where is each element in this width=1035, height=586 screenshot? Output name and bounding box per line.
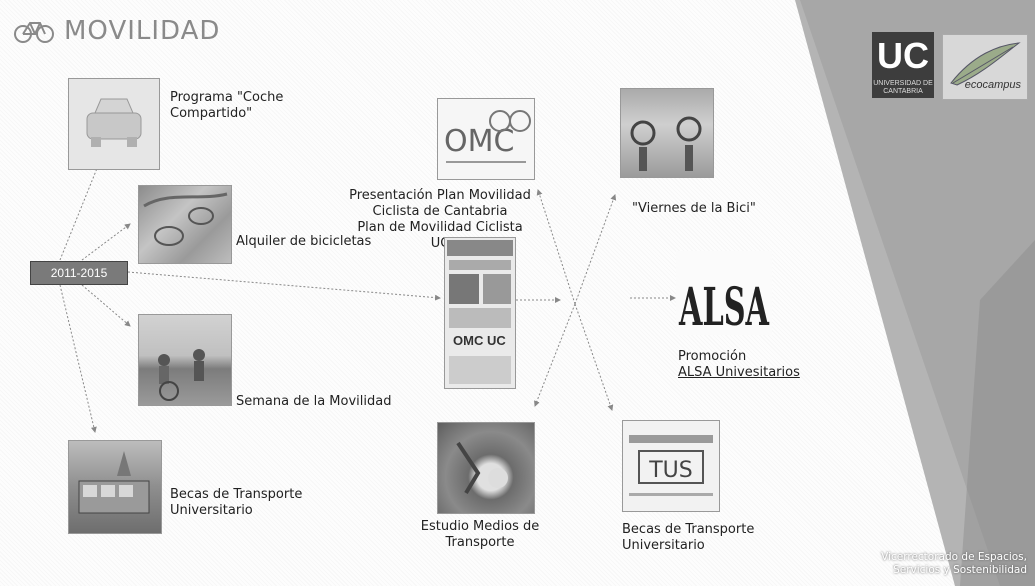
bicycle-icon: [14, 22, 54, 43]
omc-thumbnail: OMC: [437, 98, 535, 180]
svg-text:TUS: TUS: [648, 458, 693, 483]
bike-rental-label: Alquiler de bicicletas: [236, 234, 372, 249]
bike-rental-thumbnail: [138, 185, 232, 264]
omc-logo: OMC: [444, 110, 531, 163]
mobility-week-thumbnail: [138, 314, 232, 406]
mobility-week-photo: [158, 349, 205, 401]
bus-photo: [78, 451, 150, 514]
ecocampus-logo: ecocampus: [942, 34, 1028, 100]
leaf-icon: [950, 42, 1021, 86]
timeline-hub: 2011-2015: [30, 261, 128, 285]
bus-thumbnail: [68, 440, 162, 534]
bikes-photo: [630, 116, 702, 171]
svg-text:ALSA: ALSA: [678, 277, 769, 335]
car-thumbnail: [68, 78, 160, 170]
alsa-logo: ALSA: [678, 277, 769, 335]
plan-document-caption: OMC UC: [453, 333, 506, 348]
plan-document-thumbnail: OMC UC: [444, 237, 516, 389]
bike-rental-photo: [143, 192, 228, 246]
plan-document: [447, 240, 513, 384]
tus-logo: TUS: [629, 435, 713, 496]
footer-department: Vicerrectorado de Espacios, Servicios y …: [881, 551, 1027, 576]
transport-grant-left-label: Becas de Transporte Universitario: [170, 487, 303, 518]
mobility-week-label: Semana de la Movilidad: [236, 394, 392, 409]
uc-logo: UC UNIVERSIDAD DE CANTABRIA: [872, 32, 934, 98]
bike-friday-label: "Viernes de la Bici": [632, 201, 756, 216]
bikes-thumbnail: [620, 88, 714, 178]
tus-thumbnail: TUS: [622, 420, 720, 512]
car-icon: [86, 98, 142, 147]
slide-title: MOVILIDAD: [14, 16, 220, 46]
transport-study-photo: [456, 441, 508, 495]
carpool-label: Programa "Coche Compartido": [170, 90, 284, 121]
alsa-thumbnail: ALSA: [676, 251, 772, 335]
alsa-promo-label: Promoción ALSA Univesitarios: [678, 349, 800, 380]
transport-grant-right-label: Becas de Transporte Universitario: [622, 522, 755, 553]
plan-presentation-label: Presentación Plan Movilidad Ciclista de …: [349, 188, 531, 251]
transport-study-thumbnail: [437, 422, 535, 514]
page-title: MOVILIDAD: [64, 16, 221, 46]
transport-study-label: Estudio Medios de Transporte: [420, 519, 540, 550]
